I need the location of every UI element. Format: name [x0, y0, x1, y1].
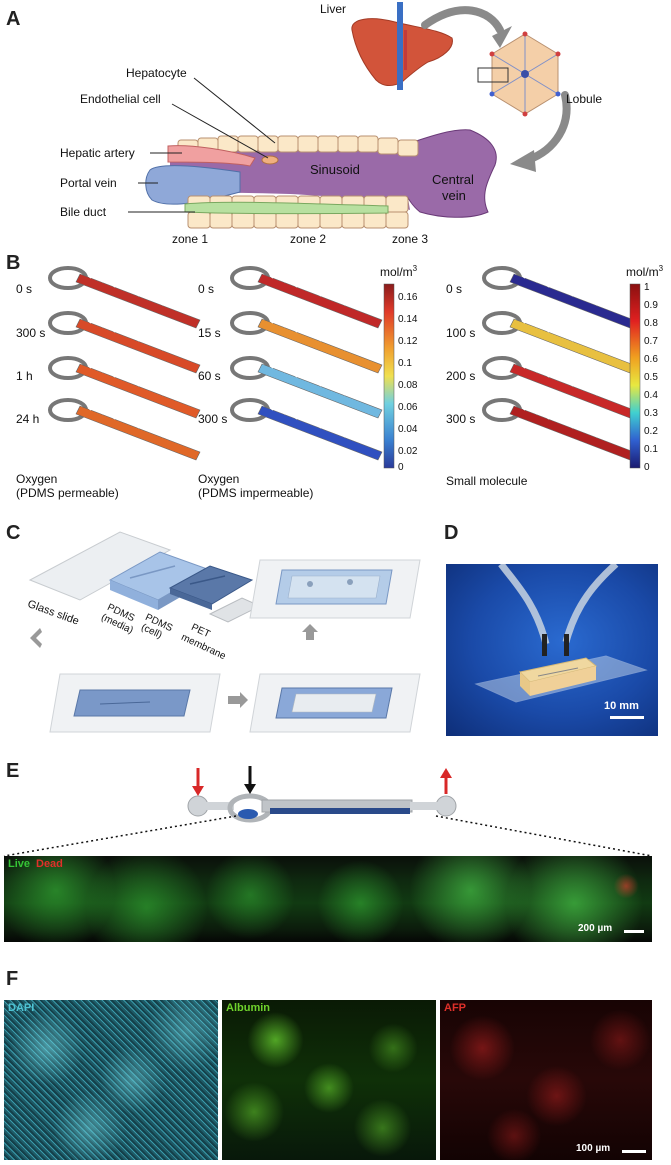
device-illustration — [474, 564, 648, 703]
afp-label: AFP — [444, 1002, 466, 1014]
dead-label: Dead — [36, 858, 63, 870]
unit-text: mol/m — [626, 265, 659, 279]
label-liver: Liver — [320, 2, 347, 16]
caption-col1-2: (PDMS permeable) — [16, 486, 119, 500]
label-portal-vein: Portal vein — [60, 176, 117, 190]
simulation-channels — [48, 266, 641, 469]
live-label: Live — [8, 858, 31, 870]
panel-f: F DAPI Albumin AFP 100 µm — [0, 968, 671, 1165]
colorscale-oxygen — [383, 283, 395, 469]
scale-tick: 0.14 — [398, 314, 418, 325]
scale-tick: 0.16 — [398, 292, 418, 303]
time-label: 200 s — [446, 369, 476, 383]
scale-tick: 0.2 — [644, 426, 658, 437]
label-endothelial-cell: Endothelial cell — [80, 92, 161, 106]
label-lobule: Lobule — [566, 92, 603, 106]
panel-letter-c: C — [6, 522, 21, 544]
scale-bar — [624, 930, 644, 933]
scale-tick: 1 — [644, 282, 650, 293]
device-photo: 10 mm — [446, 564, 658, 736]
time-label: 300 s — [446, 412, 476, 426]
chip-schematic — [3, 766, 653, 857]
scale-tick: 0.1 — [644, 444, 658, 455]
unit-sup: 3 — [658, 264, 664, 273]
label-zone-2: zone 2 — [290, 232, 327, 246]
scale-bar — [622, 1150, 646, 1153]
label-central-vein-1: Central — [432, 172, 474, 187]
albumin-label: Albumin — [226, 1002, 270, 1014]
scale-label: 200 µm — [578, 923, 613, 934]
panel-letter-b: B — [6, 252, 21, 274]
panel-a: A — [0, 0, 671, 250]
live-dead-image: Live Dead 200 µm — [4, 856, 652, 942]
caption-col2-2: (PDMS impermeable) — [198, 486, 314, 500]
liver-icon — [351, 2, 453, 90]
unit-label-small-molecule: mol/m3 — [626, 264, 663, 279]
time-label: 0 s — [16, 282, 33, 296]
panel-letter-f: F — [6, 968, 19, 990]
label-zone-3: zone 3 — [392, 232, 429, 246]
scale-label: 100 µm — [576, 1143, 611, 1154]
scale-tick: 0.6 — [644, 354, 658, 365]
dapi-label: DAPI — [8, 1002, 35, 1014]
time-label: 60 s — [198, 369, 221, 383]
scale-tick: 0.4 — [644, 390, 658, 401]
time-label: 0 s — [198, 282, 215, 296]
caption-col2-1: Oxygen — [198, 472, 240, 486]
label-bile-duct: Bile duct — [60, 205, 107, 219]
colorscale-small-molecule — [629, 283, 641, 469]
label-zone-1: zone 1 — [172, 232, 209, 246]
time-label: 24 h — [16, 412, 40, 426]
panel-letter-d: D — [444, 522, 459, 544]
panel-letter-e: E — [6, 760, 20, 782]
scale-tick: 0.9 — [644, 300, 658, 311]
label-hepatocyte: Hepatocyte — [126, 66, 187, 80]
panel-b: B — [0, 250, 671, 500]
caption-col3-1: Small molecule — [446, 474, 528, 488]
scale-tick: 0 — [644, 462, 650, 473]
lobule-icon — [477, 31, 561, 117]
panel-e: E Live Dead 200 µm — [0, 760, 671, 960]
albumin-image: Albumin — [222, 1000, 436, 1160]
time-label: 300 s — [198, 412, 228, 426]
scale-tick: 0.02 — [398, 446, 418, 457]
unit-text: mol/m — [380, 265, 413, 279]
label-hepatic-artery: Hepatic artery — [60, 146, 135, 160]
scale-tick: 0.5 — [644, 372, 658, 383]
unit-sup: 3 — [412, 264, 418, 273]
scale-tick: 0.1 — [398, 358, 412, 369]
scale-tick: 0.08 — [398, 380, 418, 391]
scale-tick: 0.12 — [398, 336, 418, 347]
dapi-image: DAPI — [4, 1000, 218, 1160]
fabrication-diagram — [28, 531, 421, 733]
time-label: 300 s — [16, 326, 46, 340]
label-central-vein-2: vein — [442, 188, 466, 203]
panel-letter-a: A — [6, 8, 21, 30]
scale-tick: 0.3 — [644, 408, 658, 419]
panel-c: C Glass slide PDMS (media) — [0, 520, 440, 740]
scale-tick: 0 — [398, 462, 404, 473]
scale-tick: 0.04 — [398, 424, 418, 435]
caption-col1-1: Oxygen — [16, 472, 58, 486]
time-label: 0 s — [446, 282, 463, 296]
scale-tick: 0.06 — [398, 402, 418, 413]
time-label: 15 s — [198, 326, 221, 340]
scale-tick: 0.7 — [644, 336, 658, 347]
scale-ticks-small-molecule: 1 0.9 0.8 0.7 0.6 0.5 0.4 0.3 0.2 0.1 0 — [644, 282, 670, 474]
lobule-diagram — [128, 2, 571, 229]
time-label: 100 s — [446, 326, 476, 340]
scale-label: 10 mm — [604, 700, 639, 712]
time-label: 1 h — [16, 369, 33, 383]
label-sinusoid: Sinusoid — [310, 162, 360, 177]
scale-ticks-oxygen: 0.16 0.14 0.12 0.1 0.08 0.06 0.04 0.02 0 — [398, 284, 438, 474]
scale-tick: 0.8 — [644, 318, 658, 329]
afp-image: AFP 100 µm — [440, 1000, 652, 1160]
scale-bar — [610, 716, 644, 719]
panel-d: D 10 mm — [440, 520, 671, 740]
unit-label-oxygen: mol/m3 — [380, 264, 417, 279]
